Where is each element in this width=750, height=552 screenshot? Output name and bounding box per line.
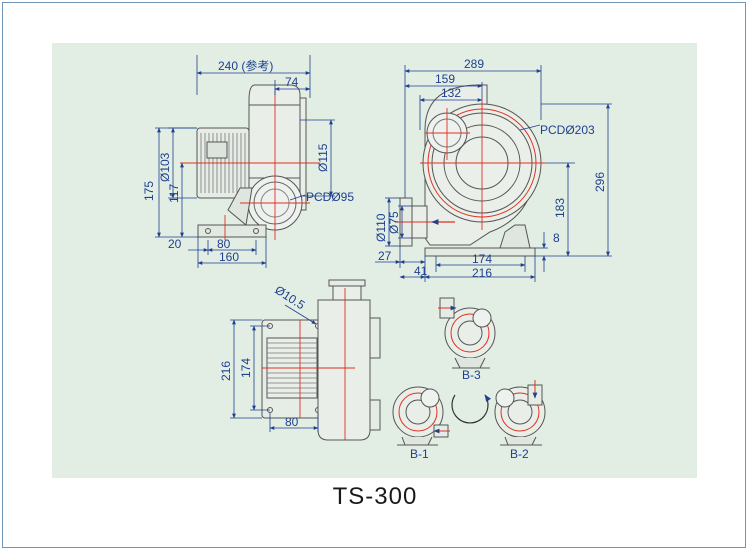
top-foot-length-label: 216	[219, 361, 233, 381]
front-flange-offset-label: 27	[378, 249, 392, 263]
front-view	[375, 65, 612, 282]
front-view-labels: 289 159 132 PCDØ203 Ø110 Ø75 296 183 8 2…	[374, 57, 607, 280]
orientation-b1	[392, 386, 450, 446]
side-view-labels: 240 (参考) 74 Ø103 Ø115 175 117 PCDØ95 20 …	[142, 58, 354, 264]
front-base	[424, 247, 536, 257]
orientation-b3-label: B-3	[462, 368, 481, 382]
front-pcd-label: PCDØ203	[540, 123, 595, 137]
side-base	[197, 224, 267, 238]
front-casing-center-label: 132	[441, 86, 461, 100]
side-view	[155, 55, 335, 268]
rotation-arrow	[451, 394, 491, 424]
top-outlet-pipe	[332, 284, 362, 301]
front-outlet-center-label: 159	[435, 72, 455, 86]
top-casing	[317, 299, 371, 441]
orientation-b2	[494, 380, 546, 446]
front-base-offset-label: 41	[414, 264, 428, 278]
terminal-box	[206, 141, 228, 159]
front-foot-pitch-label: 174	[472, 252, 492, 266]
orientation-b2-label: B-2	[510, 447, 529, 461]
side-overall-width-label: 240 (参考)	[218, 58, 273, 73]
top-flange	[369, 317, 381, 359]
front-inlet-height-label: 183	[553, 198, 567, 218]
side-foot-length-label: 160	[219, 250, 239, 264]
front-inlet-flange-label: Ø110	[374, 213, 388, 242]
top-foot-width-label: 80	[285, 415, 299, 429]
side-stand	[227, 187, 253, 226]
orientation-b3	[438, 297, 496, 369]
front-overall-width-label: 289	[464, 57, 484, 71]
side-center-height-label: 117	[167, 184, 181, 203]
front-foot-length-label: 216	[472, 266, 492, 280]
front-inlet-pipe-label: Ø75	[387, 211, 401, 234]
side-pcd-label: PCDØ95	[306, 190, 354, 204]
casing-flange	[299, 97, 307, 211]
side-foot-pitch-label: 80	[217, 237, 231, 251]
side-foot-offset-label: 20	[168, 237, 182, 251]
side-motor-diameter-label: Ø103	[158, 152, 172, 182]
front-stand	[499, 224, 531, 249]
top-foot-pitch-label: 174	[239, 358, 253, 378]
orientation-b1-label: B-1	[410, 447, 429, 461]
model-title: TS-300	[332, 483, 418, 510]
front-total-height-label: 296	[593, 172, 607, 192]
front-base-thickness-label: 8	[553, 231, 560, 245]
side-total-height-label: 175	[142, 181, 156, 201]
side-outlet-offset-label: 74	[285, 75, 299, 89]
top-view	[230, 279, 381, 441]
side-outlet-diameter-label: Ø115	[316, 143, 330, 172]
